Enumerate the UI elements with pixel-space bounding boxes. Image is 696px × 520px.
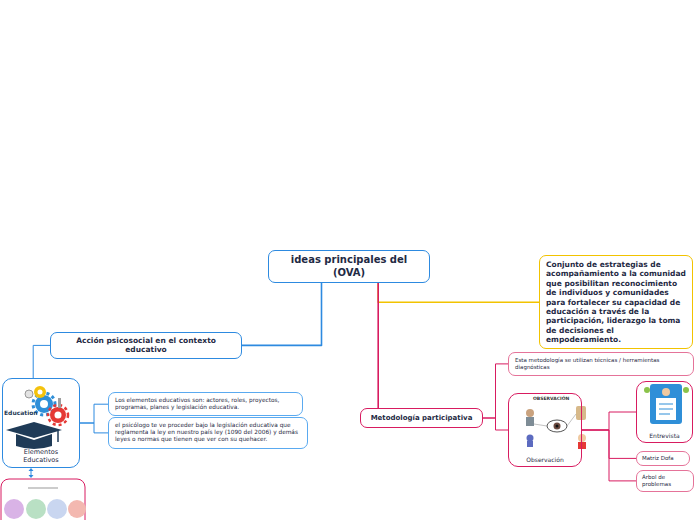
- node-text: Metodología participativa: [366, 414, 477, 423]
- node-text: Esta metodología se utilizan técnicas / …: [515, 357, 687, 371]
- item-box: Matriz Dofa: [636, 451, 690, 466]
- paradigm-box: [1, 479, 86, 520]
- node-text: ideas principales del (OVA): [274, 254, 424, 279]
- note-box: el psicólogo te ve proceder bajo la legi…: [108, 417, 308, 449]
- connector: [80, 404, 108, 423]
- connector: [582, 430, 636, 481]
- connector: [483, 364, 508, 418]
- node-text: Árbol de problemas: [642, 474, 688, 488]
- connector: [80, 423, 108, 433]
- connector: [483, 418, 508, 430]
- node-text: Matriz Dofa: [642, 455, 684, 462]
- connector: [378, 283, 539, 302]
- root-topic: ideas principales del (OVA): [268, 250, 430, 283]
- connector: [377, 283, 379, 408]
- interview-icon: [644, 384, 689, 424]
- node-text: Observación: [514, 456, 576, 464]
- image-box: Elementos Educativos: [2, 378, 80, 468]
- node-text: Acción psicosocial en el contexto educat…: [56, 336, 236, 355]
- link-arrow: [29, 468, 34, 478]
- image-heading: OBSERVACIÓN: [533, 396, 569, 401]
- image-box: Observación: [508, 393, 582, 467]
- topic-box: Acción psicosocial en el contexto educat…: [50, 332, 242, 359]
- definition-box: Conjunto de estrategias de acompañamient…: [539, 255, 693, 349]
- node-text: Entrevista: [642, 432, 687, 440]
- observation-icon: [526, 406, 586, 449]
- node-text: el psicólogo te ve proceder bajo la legi…: [115, 422, 301, 444]
- education-icon: [6, 386, 68, 449]
- image-box: Entrevista: [636, 381, 693, 443]
- connector: [582, 412, 636, 430]
- node-text: Conjunto de estrategias de acompañamient…: [546, 260, 686, 344]
- icon-word: Education: [4, 409, 38, 416]
- item-box: Árbol de problemas: [636, 470, 694, 492]
- connector: [242, 283, 322, 345]
- topic-box: Metodología participativa: [360, 408, 483, 428]
- note-box: Los elementos educativos son: actores, r…: [108, 392, 303, 416]
- connector: [33, 345, 50, 378]
- node-text: Los elementos educativos son: actores, r…: [115, 397, 296, 411]
- note-box: Esta metodología se utilizan técnicas / …: [508, 352, 694, 376]
- node-text: Elementos Educativos: [8, 448, 74, 464]
